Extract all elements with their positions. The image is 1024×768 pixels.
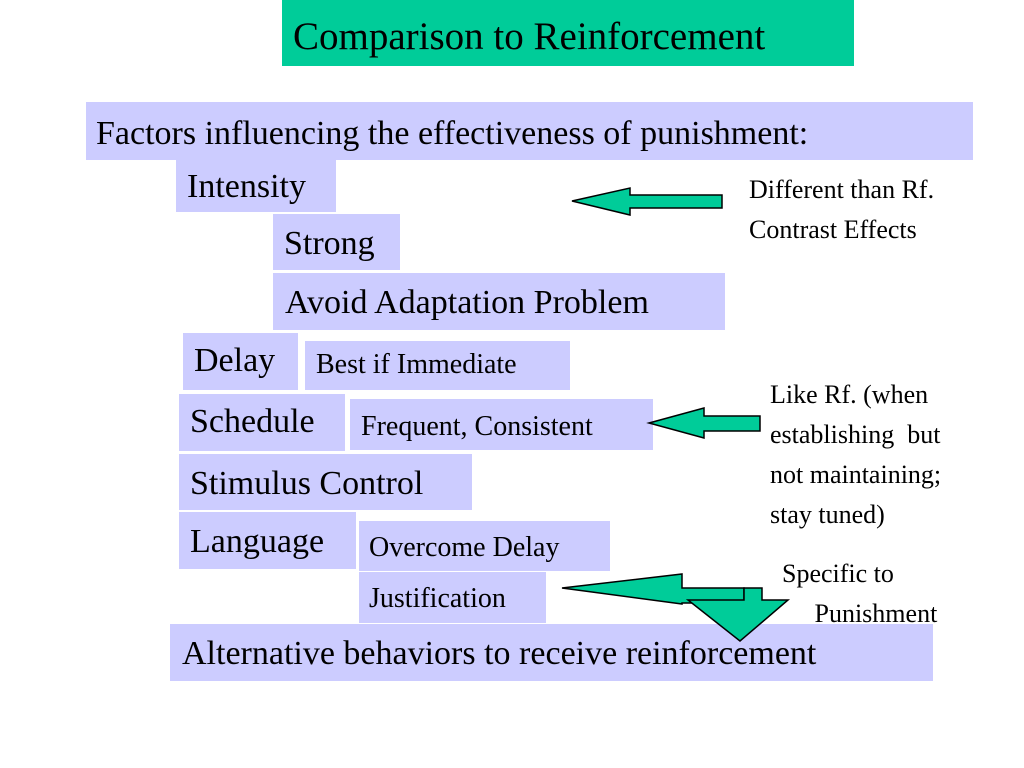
note-specific-to-punishment: Specific to Punishment: [782, 559, 938, 628]
factor-avoid-adaptation: Avoid Adaptation Problem: [273, 273, 725, 330]
note-like-rf: Like Rf. (when establishing but not main…: [770, 380, 942, 529]
factor-schedule-label: Schedule: [190, 403, 315, 440]
slide-title: Comparison to Reinforcement: [282, 0, 854, 66]
left-arrow-icon: [646, 407, 761, 439]
factor-overcome-delay-label: Overcome Delay: [369, 532, 560, 563]
factor-justification-label: Justification: [369, 583, 506, 614]
heading-box: Factors influencing the effectiveness of…: [86, 102, 973, 160]
factor-alternative-behaviors: Alternative behaviors to receive reinfor…: [170, 624, 933, 681]
left-arrow-icon: [571, 187, 723, 216]
factor-best-if-immediate-label: Best if Immediate: [316, 349, 517, 380]
factor-intensity-label: Intensity: [187, 168, 306, 205]
factor-frequent-consistent: Frequent, Consistent: [350, 399, 653, 450]
factor-stimulus-control: Stimulus Control: [179, 454, 472, 510]
factor-alternative-behaviors-label: Alternative behaviors to receive reinfor…: [182, 635, 817, 672]
factor-schedule: Schedule: [179, 394, 345, 451]
factor-justification: Justification: [359, 572, 546, 623]
factor-strong-label: Strong: [284, 225, 375, 262]
factor-avoid-adaptation-label: Avoid Adaptation Problem: [285, 284, 649, 321]
note-different-than-rf: Different than Rf. Contrast Effects: [749, 175, 935, 244]
factor-best-if-immediate: Best if Immediate: [305, 341, 570, 390]
factor-strong: Strong: [273, 214, 400, 270]
factor-stimulus-control-label: Stimulus Control: [190, 465, 424, 502]
factor-overcome-delay: Overcome Delay: [359, 521, 610, 571]
factor-frequent-consistent-label: Frequent, Consistent: [361, 411, 593, 442]
factor-delay: Delay: [183, 333, 298, 390]
heading-text: Factors influencing the effectiveness of…: [96, 115, 809, 152]
factor-language: Language: [179, 512, 356, 569]
factor-delay-label: Delay: [194, 342, 276, 379]
factor-intensity: Intensity: [176, 160, 336, 212]
factor-language-label: Language: [190, 523, 325, 560]
down-arrow-icon: [685, 587, 791, 642]
